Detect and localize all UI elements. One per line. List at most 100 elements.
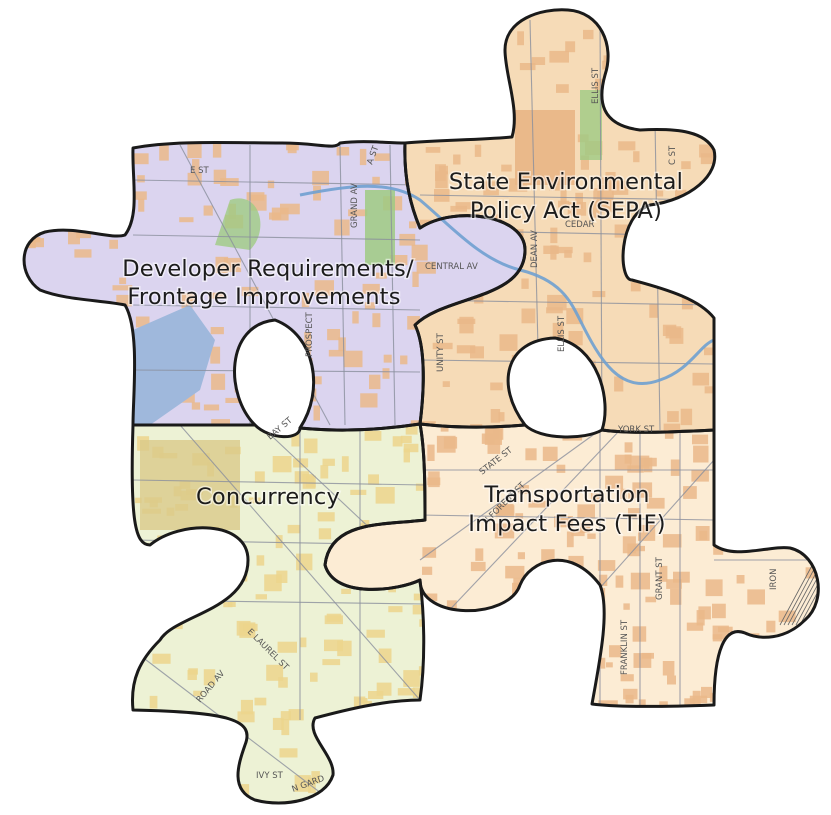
building — [341, 456, 349, 472]
building — [302, 480, 316, 489]
building — [403, 443, 419, 453]
building — [272, 456, 292, 473]
building — [673, 571, 690, 583]
building — [549, 50, 569, 63]
building — [254, 471, 265, 483]
building — [590, 493, 603, 503]
building — [613, 83, 630, 91]
building — [664, 93, 675, 104]
building — [554, 416, 574, 427]
building — [135, 316, 150, 328]
building — [670, 459, 680, 476]
building — [623, 688, 638, 700]
building — [308, 777, 316, 794]
building — [499, 645, 513, 659]
building — [179, 217, 194, 223]
building — [364, 430, 382, 441]
building — [627, 465, 644, 473]
building — [624, 454, 632, 464]
street-label-dean-av: DEAN AV — [530, 230, 540, 268]
building — [736, 575, 745, 584]
building — [692, 372, 709, 386]
rail — [779, 559, 816, 626]
building — [699, 144, 715, 158]
building — [696, 610, 705, 626]
building — [531, 398, 548, 415]
building — [705, 579, 723, 597]
building — [704, 386, 714, 394]
street-label-unity-st: UNITY ST — [436, 332, 446, 372]
building — [614, 376, 624, 392]
building — [287, 524, 301, 534]
building — [188, 529, 208, 546]
building — [281, 719, 290, 736]
building — [490, 409, 501, 423]
street — [132, 304, 421, 311]
building — [806, 679, 817, 695]
street — [419, 514, 715, 521]
building — [470, 346, 484, 359]
building — [693, 445, 709, 463]
building — [620, 488, 627, 499]
building — [118, 355, 127, 361]
building — [154, 713, 170, 720]
building — [255, 594, 267, 600]
street-label-ellis-st-top: ELLIS ST — [591, 67, 601, 104]
building — [412, 605, 425, 615]
building — [137, 175, 145, 183]
building — [525, 448, 537, 461]
sepa-label-line1: State Environmental — [449, 169, 683, 195]
building — [275, 535, 283, 549]
building — [659, 701, 668, 707]
building — [203, 669, 216, 686]
building — [364, 302, 375, 310]
building — [519, 63, 536, 71]
building — [620, 674, 634, 682]
building — [109, 239, 118, 249]
building — [359, 148, 367, 166]
building — [374, 153, 390, 161]
street — [439, 429, 621, 621]
building — [201, 722, 210, 735]
building — [602, 60, 610, 70]
building — [686, 622, 704, 631]
building — [531, 693, 548, 702]
building — [598, 574, 608, 586]
building — [552, 322, 564, 340]
building — [463, 698, 480, 707]
building — [592, 291, 606, 298]
building — [373, 716, 381, 726]
park — [580, 90, 602, 160]
building — [490, 627, 499, 644]
building — [421, 704, 425, 719]
street — [599, 19, 603, 431]
street-label-ellis-st: ELLIS ST — [557, 315, 567, 352]
building — [739, 672, 747, 679]
building — [455, 202, 475, 210]
building — [459, 696, 478, 707]
building — [72, 191, 90, 208]
building — [324, 639, 343, 652]
building — [412, 687, 422, 698]
building — [599, 177, 607, 185]
building — [294, 471, 310, 484]
building — [515, 596, 536, 608]
building — [276, 570, 288, 583]
building — [681, 161, 691, 170]
building — [116, 294, 132, 307]
building — [386, 756, 403, 767]
building — [139, 736, 151, 751]
building — [550, 245, 557, 260]
building — [187, 775, 204, 786]
building — [383, 354, 392, 363]
building — [583, 29, 594, 40]
building — [526, 675, 544, 681]
building — [192, 159, 200, 176]
building — [474, 144, 482, 157]
street — [132, 179, 421, 186]
building — [27, 236, 36, 249]
street-label-iron: IRON — [769, 569, 779, 590]
building — [187, 172, 202, 186]
building — [372, 313, 381, 328]
building — [180, 772, 200, 787]
